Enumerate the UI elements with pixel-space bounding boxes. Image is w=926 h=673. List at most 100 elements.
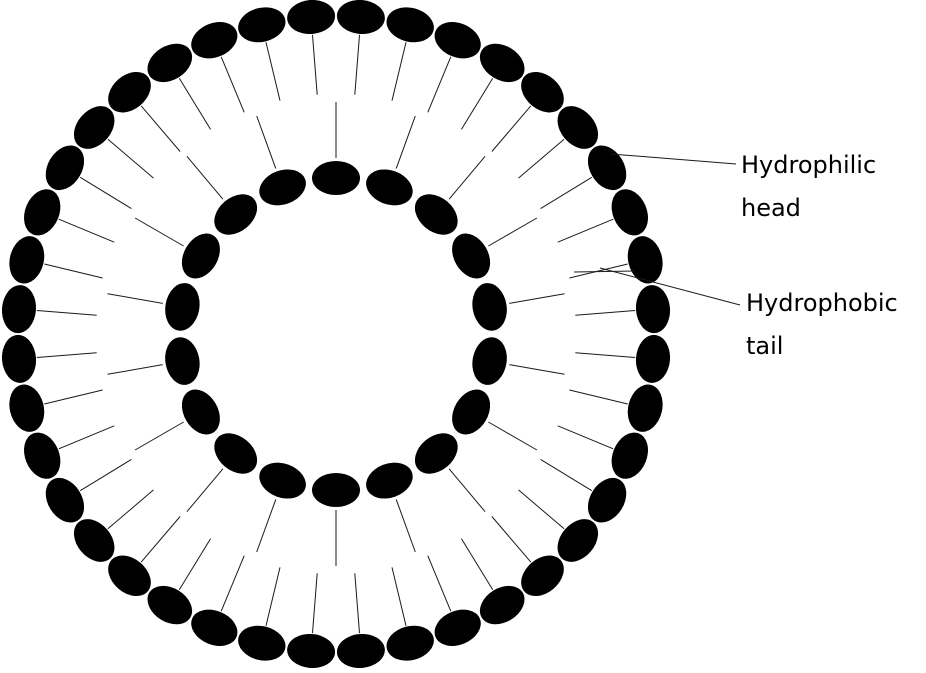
inner-lipid-head xyxy=(259,462,306,499)
outer-lipid-tail xyxy=(44,389,103,405)
outer-lipid-tail xyxy=(354,34,360,95)
outer-lipid-head xyxy=(386,7,434,43)
outer-lipid-tail xyxy=(220,555,245,612)
outer-lipid-tail xyxy=(140,516,181,563)
outer-lipid-tail xyxy=(569,389,628,405)
inner-lipid-tail xyxy=(448,155,486,200)
outer-lipid-tail xyxy=(518,489,565,530)
outer-lipid-head xyxy=(287,0,336,35)
inner-lipid-head xyxy=(181,233,220,279)
outer-lipid-tail xyxy=(460,538,494,591)
outer-lipid-head xyxy=(336,633,385,669)
outer-lipid-head xyxy=(1,285,37,334)
outer-lipid-head xyxy=(479,585,525,625)
hydrophilic-head-leader-line xyxy=(610,153,737,165)
outer-lipid-head xyxy=(627,236,663,284)
outer-lipid-head xyxy=(45,145,85,191)
inner-lipid-head xyxy=(259,169,306,206)
inner-lipid-head xyxy=(165,283,200,331)
outer-lipid-head xyxy=(587,145,627,191)
outer-lipid-tail xyxy=(178,77,212,130)
outer-lipid-head xyxy=(434,22,481,59)
outer-lipid-head xyxy=(147,43,193,83)
tails-layer xyxy=(36,34,636,634)
outer-lipid-head xyxy=(386,625,434,661)
inner-lipid-head xyxy=(366,462,413,499)
outer-lipid-tail xyxy=(220,56,245,113)
outer-lipid-tail xyxy=(312,573,318,634)
outer-lipid-head xyxy=(635,334,671,383)
outer-lipid-tail xyxy=(265,42,281,101)
inner-lipid-head xyxy=(165,337,200,385)
inner-lipid-head xyxy=(312,473,360,507)
outer-lipid-head xyxy=(108,71,151,113)
outer-lipid-tail xyxy=(312,34,318,95)
outer-lipid-tail xyxy=(557,218,614,243)
inner-lipid-tail xyxy=(395,115,416,169)
outer-lipid-head xyxy=(238,625,286,661)
inner-lipid-head xyxy=(452,389,491,435)
outer-lipid-head xyxy=(635,285,671,334)
outer-lipid-head xyxy=(557,519,599,562)
outer-lipid-tail xyxy=(491,105,532,152)
inner-lipid-head xyxy=(214,194,258,235)
outer-lipid-head xyxy=(73,106,115,149)
outer-lipid-tail xyxy=(79,458,132,492)
inner-lipid-head xyxy=(472,337,507,385)
inner-lipid-tail xyxy=(256,499,277,553)
outer-lipid-head xyxy=(557,106,599,149)
outer-lipid-head xyxy=(611,189,648,236)
outer-lipid-head xyxy=(479,43,525,83)
outer-lipid-head xyxy=(108,555,151,597)
heads-layer xyxy=(1,0,671,669)
inner-lipid-tail xyxy=(186,155,224,200)
hydrophobic-tail-label-line2: tail xyxy=(746,332,783,360)
inner-lipid-head xyxy=(366,169,413,206)
inner-lipid-tail xyxy=(134,217,184,247)
outer-lipid-head xyxy=(191,609,238,646)
inner-lipid-head xyxy=(181,389,220,435)
outer-lipid-tail xyxy=(140,105,181,152)
outer-lipid-head xyxy=(9,384,45,432)
outer-lipid-head xyxy=(45,477,85,523)
hydrophilic-head-label-line1: Hydrophilic xyxy=(741,151,876,179)
outer-lipid-tail xyxy=(491,516,532,563)
outer-lipid-head xyxy=(238,7,286,43)
inner-lipid-tail xyxy=(395,499,416,553)
inner-lipid-tail xyxy=(107,364,163,375)
outer-lipid-head xyxy=(24,189,61,236)
outer-lipid-head xyxy=(73,519,115,562)
outer-lipid-tail xyxy=(79,176,132,210)
inner-lipid-head xyxy=(414,194,458,235)
outer-lipid-tail xyxy=(460,77,494,130)
inner-lipid-head xyxy=(414,433,458,474)
outer-lipid-head xyxy=(24,432,61,479)
outer-lipid-head xyxy=(521,71,564,113)
outer-lipid-tail xyxy=(36,352,97,358)
outer-lipid-tail xyxy=(58,425,115,450)
outer-lipid-tail xyxy=(391,42,407,101)
inner-lipid-tail xyxy=(107,293,163,304)
outer-lipid-tail xyxy=(575,310,636,316)
outer-lipid-head xyxy=(287,633,336,669)
outer-lipid-head xyxy=(336,0,385,35)
outer-lipid-tail xyxy=(58,218,115,243)
outer-lipid-head xyxy=(521,555,564,597)
inner-lipid-head xyxy=(312,161,360,195)
inner-lipid-head xyxy=(472,283,507,331)
outer-lipid-tail xyxy=(107,489,154,530)
outer-lipid-head xyxy=(587,477,627,523)
inner-lipid-tail xyxy=(509,293,565,304)
hydrophobic-tail-label-line1: Hydrophobic xyxy=(746,289,898,317)
outer-lipid-tail xyxy=(36,310,97,316)
hydrophobic-tail-leader-line-2 xyxy=(573,270,636,273)
inner-lipid-head xyxy=(214,433,258,474)
outer-lipid-tail xyxy=(178,538,212,591)
outer-lipid-head xyxy=(1,334,37,383)
inner-lipid-head xyxy=(452,233,491,279)
outer-lipid-tail xyxy=(107,138,154,179)
outer-lipid-tail xyxy=(391,567,407,626)
inner-lipid-tail xyxy=(509,364,565,375)
outer-lipid-tail xyxy=(354,573,360,634)
